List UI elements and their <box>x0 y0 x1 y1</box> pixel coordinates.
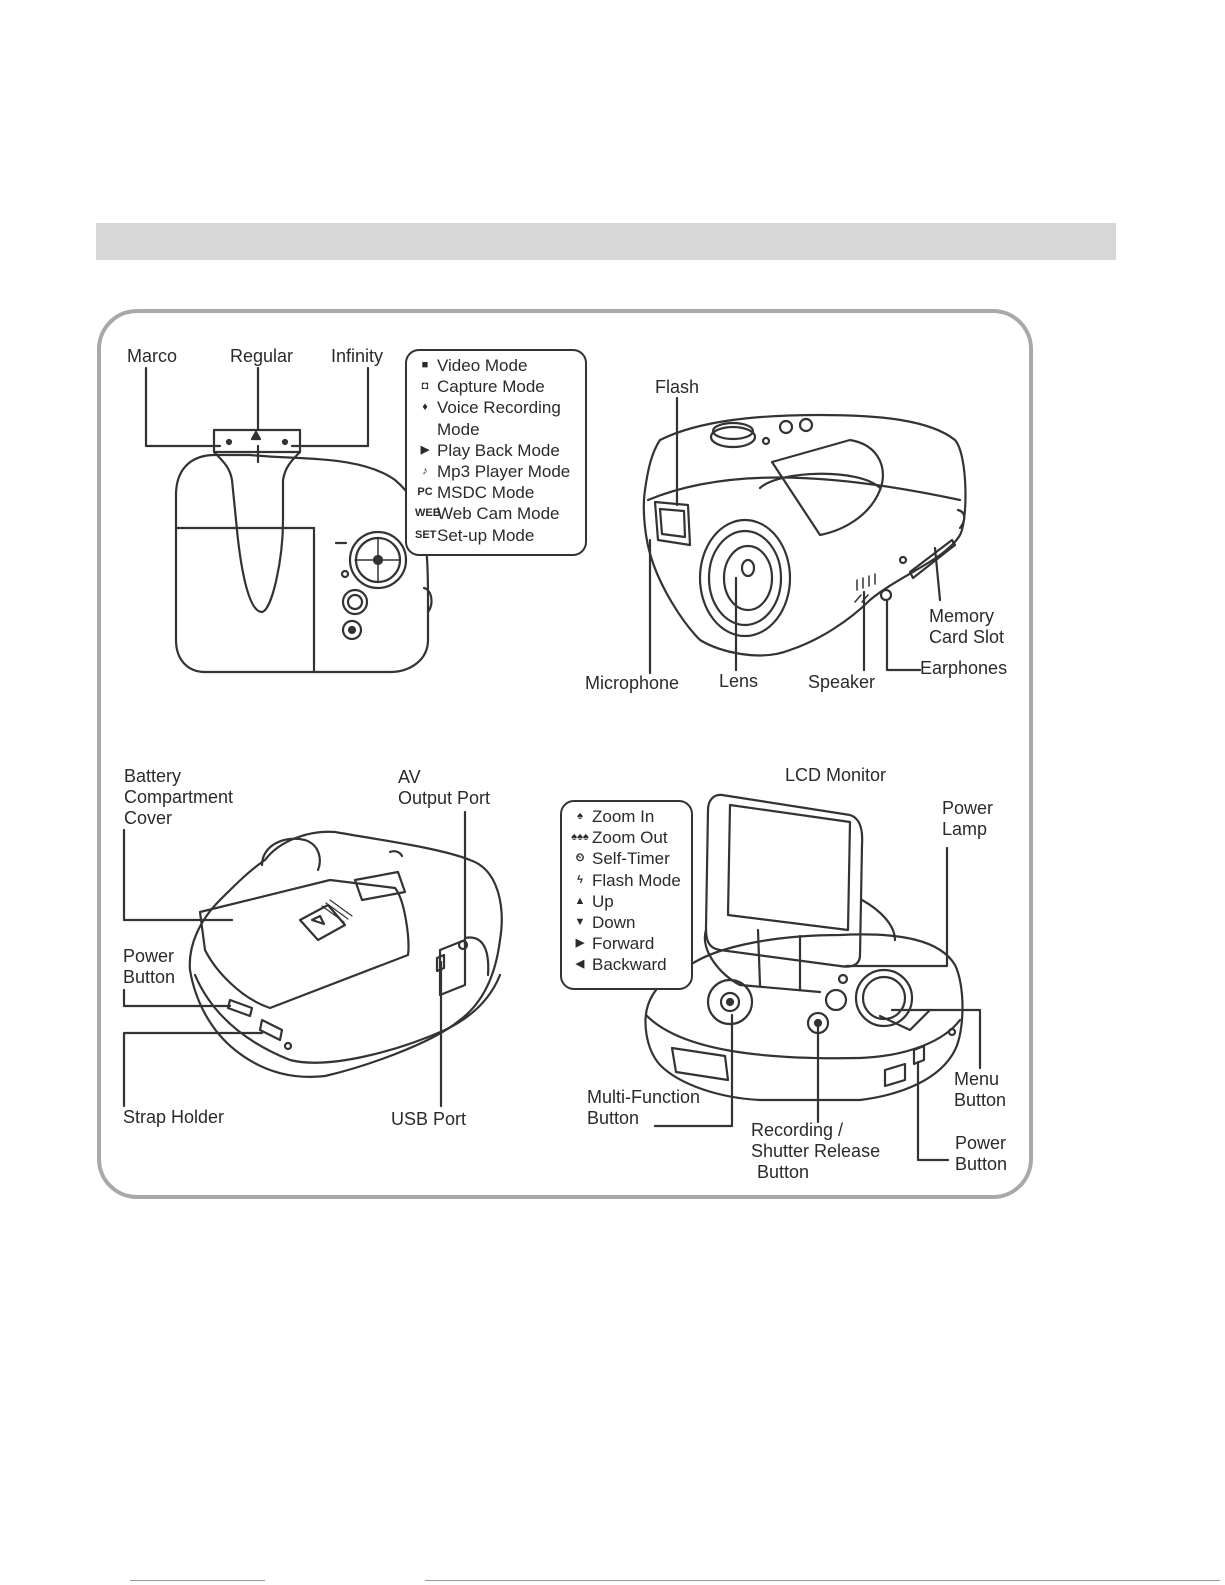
web-icon: WEB <box>415 507 441 520</box>
down-arrow-icon: ▼ <box>574 916 586 929</box>
mode-list-item-label: Play Back Mode <box>437 440 560 460</box>
mode-list-item-label: Voice Recording <box>437 398 561 418</box>
function-list-item-label: Zoom Out <box>592 828 668 848</box>
label-memory-card-slot-2: Card Slot <box>929 627 1005 647</box>
label-battery-cover-1: Battery <box>124 766 182 786</box>
label-flash: Flash <box>655 377 700 397</box>
mode-list-item-label: Video Mode <box>437 356 528 375</box>
function-list-item-label: Forward <box>592 934 655 954</box>
function-list-item: ▶ Forward <box>570 933 683 954</box>
function-list-item: ◀ Backward <box>570 954 683 975</box>
mode-list-item: ♦ Voice Recording <box>415 397 577 418</box>
label-menu-button-2: Button <box>954 1090 1007 1110</box>
function-list-item: ϟ Flash Mode <box>570 870 683 891</box>
label-power-button-left-2: Button <box>123 967 176 987</box>
camera-lcd-view <box>644 793 982 1162</box>
mode-list-item-label: Web Cam Mode <box>437 504 560 524</box>
pc-icon: PC <box>417 486 433 499</box>
mode-list-item-label: Mp3 Player Mode <box>437 462 571 482</box>
set-icon: SET <box>415 528 437 541</box>
label-power-lamp-1: Power <box>942 798 994 818</box>
function-list-item-label: Backward <box>592 955 667 975</box>
label-speaker: Speaker <box>808 672 876 692</box>
backward-arrow-icon: ◀ <box>575 958 585 971</box>
label-earphones: Earphones <box>920 658 1008 678</box>
label-strap-holder: Strap Holder <box>123 1107 225 1127</box>
mode-list-item: ◘ Capture Mode <box>415 376 577 397</box>
label-recording-2: Shutter Release <box>751 1141 881 1161</box>
function-list-item: ⏲ Self-Timer <box>570 848 683 869</box>
music-note-icon: ♪ <box>422 465 428 478</box>
camera-icon: ◘ <box>421 380 429 393</box>
function-list-item: ♠♠♠Zoom Out <box>570 827 683 848</box>
self-timer-icon: ⏲ <box>575 852 585 865</box>
label-infinity: Infinity <box>331 346 384 366</box>
function-list-item-label: Self-Timer <box>592 849 670 869</box>
label-lcd-monitor: LCD Monitor <box>785 765 887 785</box>
mode-list-item: ▶ Play Back Mode <box>415 440 577 461</box>
function-list-item-label: Down <box>592 913 636 933</box>
mode-list-item-label: MSDC Mode <box>437 483 535 503</box>
label-lens: Lens <box>719 671 759 691</box>
video-camera-icon: ■ <box>421 359 429 371</box>
label-power-button-left-1: Power <box>123 946 175 966</box>
mode-list-item: ■ Video Mode <box>415 355 577 376</box>
camera-bottom-view <box>122 810 503 1108</box>
label-recording-1: Recording / <box>751 1120 844 1140</box>
play-icon: ▶ <box>420 443 430 456</box>
mode-list-item: PC MSDC Mode <box>415 482 577 503</box>
mode-list-item: ♪ Mp3 Player Mode <box>415 461 577 482</box>
up-arrow-icon: ▲ <box>574 894 586 907</box>
function-list-item-label: Flash Mode <box>592 870 681 890</box>
label-multi-function-1: Multi-Function <box>587 1087 701 1107</box>
function-list-item: ▼ Down <box>570 912 683 933</box>
section-header-bar <box>96 223 1116 260</box>
label-recording-3: Button <box>757 1162 810 1182</box>
mode-list-box: ■ Video Mode ◘ Capture Mode ♦ Voice Recording… <box>405 349 587 556</box>
function-list-box: ♠ Zoom In♠♠♠Zoom Out ⏲ Self-Timer ϟ Flash Mod… <box>560 800 693 990</box>
label-multi-function-2: Button <box>587 1108 640 1128</box>
zoom-out-icon: ♠♠♠ <box>571 831 589 844</box>
zoom-in-icon: ♠ <box>577 810 583 822</box>
label-battery-cover-2: Compartment <box>124 787 234 807</box>
mode-list-item-label-cont: Mode <box>437 419 480 439</box>
label-power-lamp-2: Lamp <box>942 819 988 839</box>
flash-icon: ϟ <box>577 873 583 886</box>
label-menu-button-1: Menu <box>954 1069 1000 1089</box>
microphone-icon: ♦ <box>422 401 428 414</box>
label-av-output-port-1: AV <box>398 767 421 787</box>
label-usb-port: USB Port <box>391 1109 467 1129</box>
footer-rule-right <box>425 1580 1220 1581</box>
label-regular: Regular <box>230 346 294 366</box>
function-list-item-label: Up <box>592 891 614 911</box>
mode-list-item-label: Set-up Mode <box>437 525 535 545</box>
mode-list-item-label: Capture Mode <box>437 377 545 397</box>
camera-front-view <box>642 396 967 675</box>
camera-top-view <box>144 366 433 674</box>
function-list-item: ▲ Up <box>570 891 683 912</box>
label-power-button-right-2: Button <box>955 1154 1008 1174</box>
label-power-button-right-1: Power <box>955 1133 1007 1153</box>
label-microphone: Microphone <box>585 673 680 693</box>
label-memory-card-slot-1: Memory <box>929 606 995 626</box>
label-av-output-port-2: Output Port <box>398 788 491 808</box>
footer-rule-left <box>130 1580 265 1581</box>
label-battery-cover-3: Cover <box>124 808 173 828</box>
forward-arrow-icon: ▶ <box>575 937 585 950</box>
function-list-item: ♠ Zoom In <box>570 806 683 827</box>
function-list-item-label: Zoom In <box>592 807 655 826</box>
label-marco: Marco <box>127 346 178 366</box>
